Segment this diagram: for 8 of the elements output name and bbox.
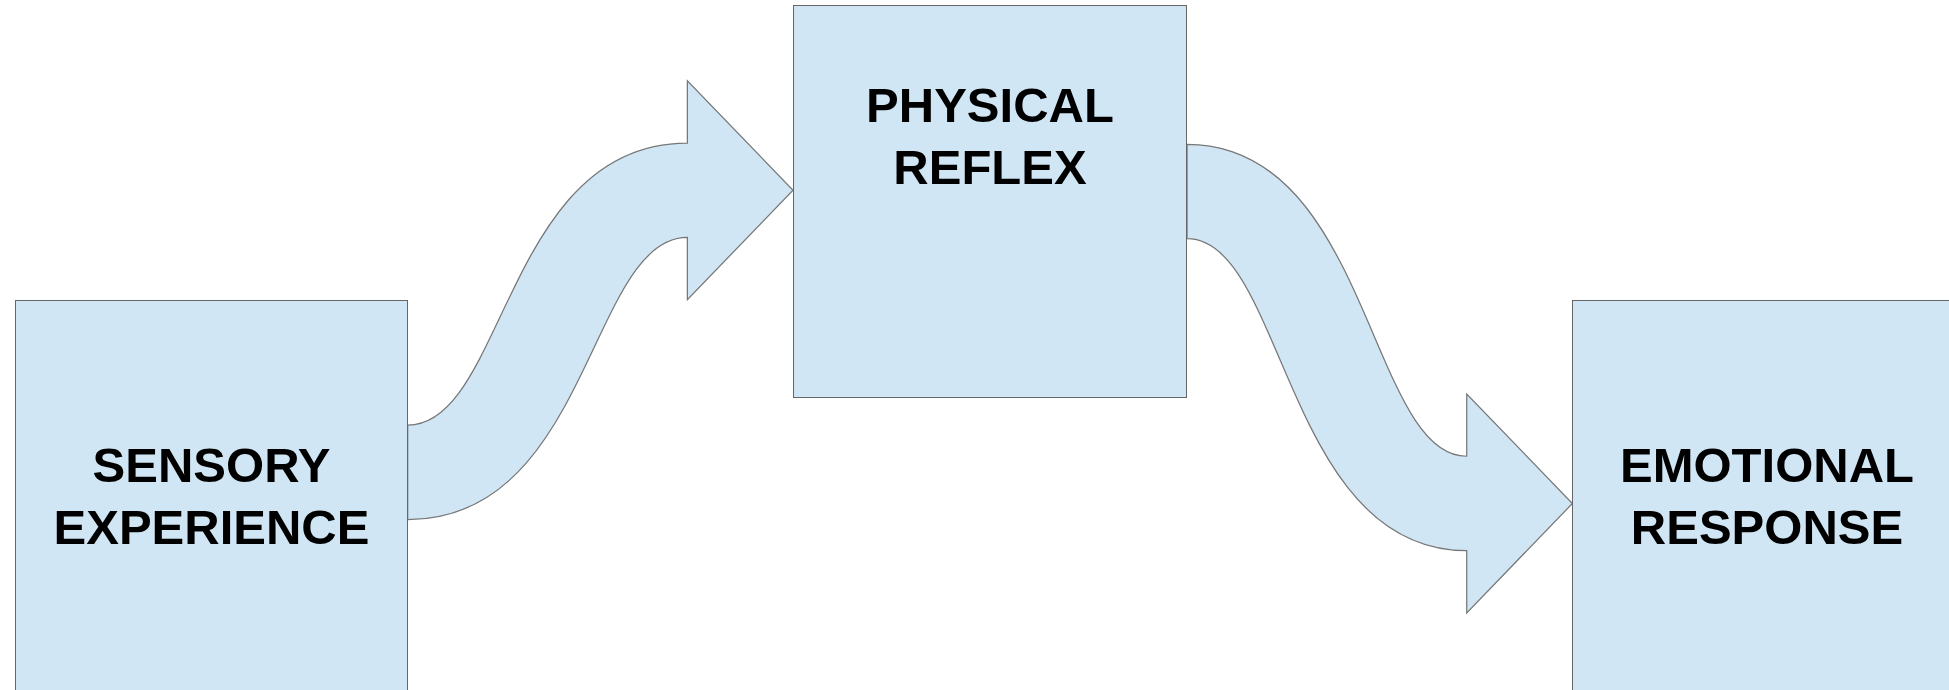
step-label: SENSORY EXPERIENCE xyxy=(52,437,371,556)
step-box xyxy=(15,300,408,690)
step-label: EMOTIONAL RESPONSE xyxy=(1619,437,1915,556)
curved-arrow xyxy=(1186,143,1573,614)
step-label: PHYSICAL REFLEX xyxy=(865,77,1115,196)
step-box xyxy=(793,5,1187,398)
curved-arrow xyxy=(407,80,794,521)
step-box xyxy=(1572,300,1949,690)
